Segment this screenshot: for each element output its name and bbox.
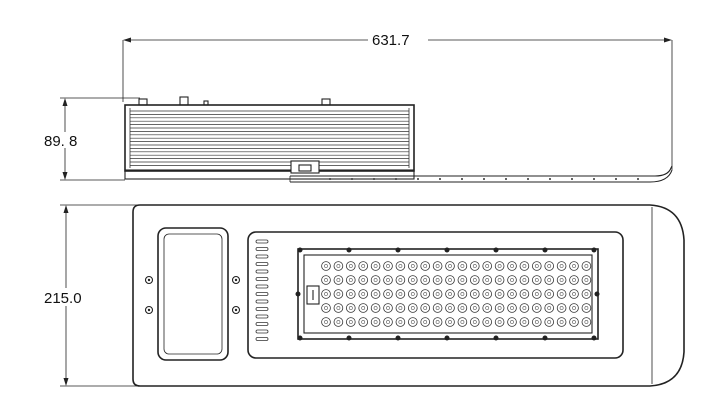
top-bolts — [138, 96, 331, 106]
window-screws — [144, 275, 241, 315]
side-height-dimension: 89. 8 — [40, 97, 140, 181]
plan-view: 215.0 — [41, 204, 685, 387]
side-height-label: 89. 8 — [44, 133, 77, 150]
board-screws — [295, 247, 600, 341]
heat-sink-fins — [129, 108, 410, 168]
length-dimension: 631.7 — [122, 30, 673, 170]
length-label: 631.7 — [372, 32, 410, 49]
led-array — [321, 261, 592, 327]
side-view: 89. 8 — [40, 96, 673, 183]
width-label: 215.0 — [44, 290, 82, 307]
mounting-bracket — [290, 160, 320, 174]
led-module-frame — [247, 231, 624, 359]
plan-outline — [132, 204, 685, 387]
housing-body — [124, 104, 415, 172]
connector — [306, 285, 320, 305]
base-arm — [289, 165, 673, 183]
width-dimension: 215.0 — [41, 204, 140, 387]
vent-slots — [255, 239, 269, 341]
sensor-window — [157, 227, 229, 361]
